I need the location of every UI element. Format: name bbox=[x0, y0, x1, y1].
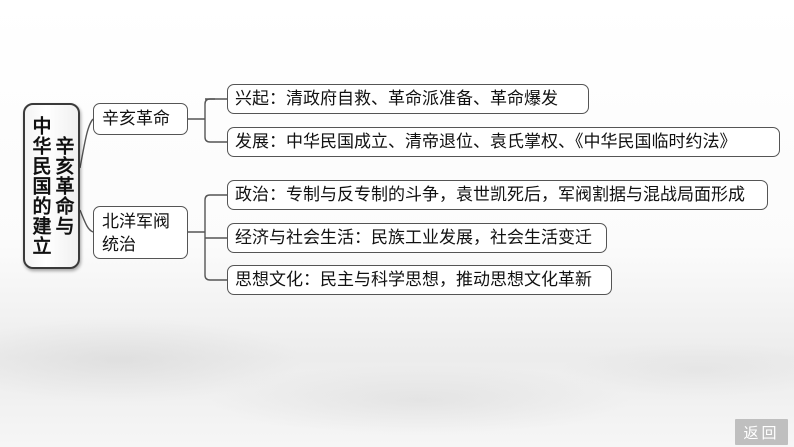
root-column-2: 中华民国的建立 bbox=[29, 116, 52, 256]
branch-xinhai-revolution: 辛亥革命 bbox=[93, 103, 188, 135]
root-column-1: 辛亥革命与 bbox=[52, 136, 75, 236]
leaf-rise: 兴起：清政府自救、革命派准备、革命爆发 bbox=[227, 84, 589, 114]
back-button[interactable]: 返回 bbox=[735, 419, 788, 445]
connector-root-b2 bbox=[79, 209, 94, 233]
leaf-politics: 政治：专制与反专制的斗争，袁世凯死后，军阀割据与混战局面形成 bbox=[227, 180, 768, 210]
connector-b1-leaves bbox=[204, 98, 227, 143]
leaf-development: 发展：中华民国成立、清帝退位、袁氏掌权、《中华民国临时约法》 bbox=[227, 127, 780, 157]
connector-root-b1 bbox=[79, 118, 94, 169]
root-node: 辛亥革命与 中华民国的建立 bbox=[23, 103, 80, 269]
leaf-thought-culture: 思想文化：民主与科学思想，推动思想文化革新 bbox=[227, 265, 612, 295]
leaf-economy-society: 经济与社会生活：民族工业发展，社会生活变迁 bbox=[227, 223, 607, 253]
branch-beiyang-rule: 北洋军阀统治 bbox=[93, 206, 188, 259]
